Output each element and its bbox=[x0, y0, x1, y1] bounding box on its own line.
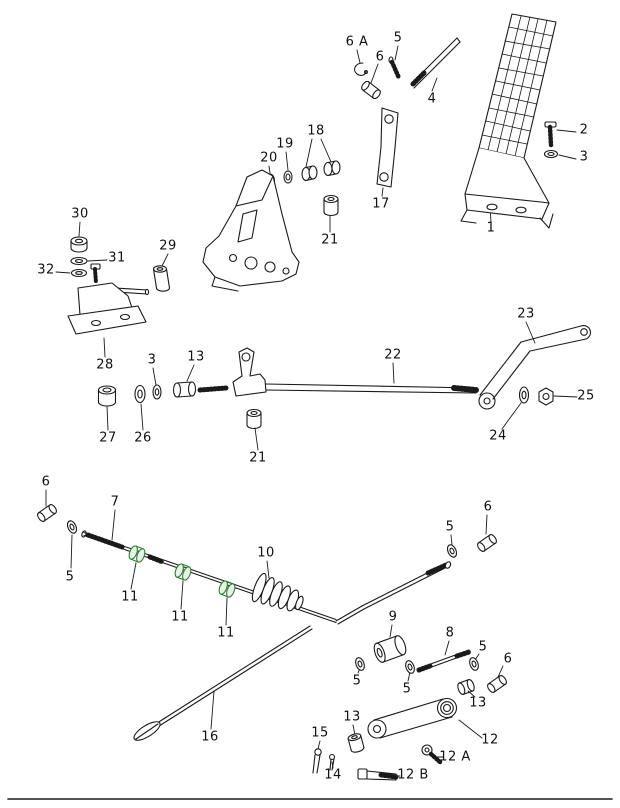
part-8-rod bbox=[416, 649, 472, 673]
part-25-nut bbox=[538, 387, 554, 406]
part-10-boot bbox=[251, 572, 304, 612]
part-15-cotter-pin bbox=[312, 748, 322, 774]
part-30-nut bbox=[70, 236, 88, 253]
part-12a-bolt bbox=[421, 744, 443, 765]
part-22-rod bbox=[265, 383, 479, 394]
part-5-stud-top bbox=[388, 56, 402, 81]
part-6a-clip bbox=[354, 62, 368, 76]
part-5-washer-bottom-left bbox=[66, 520, 78, 534]
part-3-washer-upper bbox=[543, 149, 559, 159]
part-5-washer-bottom-right bbox=[469, 657, 479, 671]
part-21-bushing-lower bbox=[246, 408, 262, 430]
part-6-pin-top-right bbox=[477, 534, 497, 552]
part-6-pin-top bbox=[361, 80, 381, 100]
part-29-bushing bbox=[152, 265, 171, 292]
part-32-washer bbox=[70, 268, 88, 278]
part-16-rod bbox=[133, 625, 313, 741]
part-14-pin bbox=[328, 753, 336, 771]
pedal-mounting-bracket bbox=[202, 169, 300, 292]
part-12-lever bbox=[367, 697, 458, 739]
part-19-washer bbox=[283, 170, 293, 184]
part-13-bushing-right bbox=[457, 679, 475, 695]
right-bent-rod bbox=[335, 561, 452, 625]
part-31-washer bbox=[70, 256, 88, 266]
part-17-lever bbox=[376, 107, 399, 188]
part-1-accelerator-pedal bbox=[460, 13, 557, 229]
part-5-washer-mid-1 bbox=[355, 657, 365, 671]
rod-22-threaded-stub bbox=[197, 385, 229, 393]
part-23-lever bbox=[478, 324, 592, 410]
part-13-bushing-bottom bbox=[347, 733, 365, 753]
part-24-washer bbox=[518, 386, 530, 404]
part-9-bushing bbox=[373, 635, 407, 663]
part-21-bushing-upper bbox=[323, 194, 339, 217]
part-11-grommets bbox=[128, 545, 236, 598]
part-26-washer bbox=[134, 384, 146, 404]
part-3-washer-mid bbox=[152, 384, 162, 400]
part-18-bushings bbox=[301, 160, 341, 182]
part-5-washer-top-right bbox=[446, 544, 458, 558]
part-13-bushing-mid bbox=[172, 381, 197, 398]
part-6-pin-bottom-left bbox=[37, 504, 57, 522]
part-4-rod bbox=[410, 37, 461, 89]
part-12b-bolt bbox=[357, 768, 399, 781]
part-27-nut bbox=[97, 385, 117, 407]
rod-22-clevis bbox=[232, 347, 267, 397]
part-5-washer-mid-2 bbox=[405, 660, 415, 674]
part-6-pin-bottom-right bbox=[487, 675, 507, 693]
part-2-screw bbox=[544, 121, 557, 148]
part-28-bracket bbox=[67, 263, 150, 335]
